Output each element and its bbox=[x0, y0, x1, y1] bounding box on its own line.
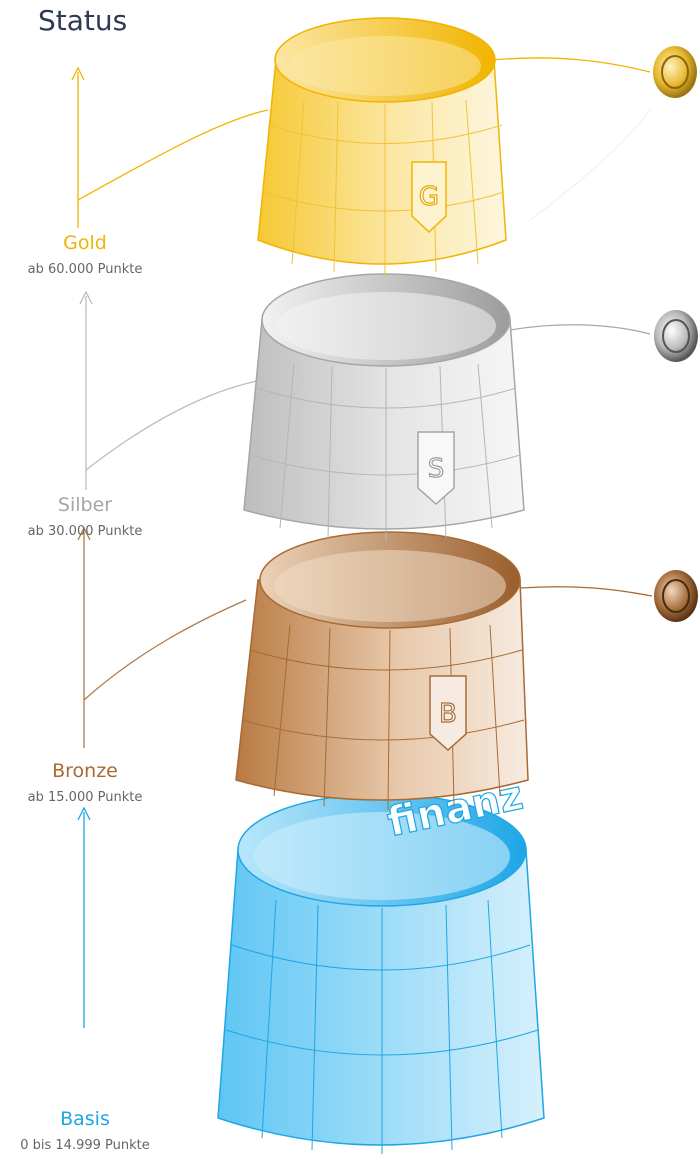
bronze-badge-letter: B bbox=[439, 699, 457, 729]
silver-coin-icon bbox=[654, 310, 698, 362]
silber-level-label: Silber bbox=[0, 494, 170, 516]
gold-level-points: ab 60.000 Punkte bbox=[0, 262, 170, 277]
coin-connectors bbox=[492, 58, 652, 596]
gold-badge-letter: G bbox=[419, 182, 439, 212]
basis-level-label: Basis bbox=[0, 1108, 170, 1130]
silber-badge-letter: S bbox=[428, 454, 445, 484]
basis-level-points: 0 bis 14.999 Punkte bbox=[0, 1138, 170, 1153]
bronze-bucket: B bbox=[236, 532, 528, 810]
gold-bucket: G bbox=[258, 18, 506, 276]
silber-level-points: ab 30.000 Punkte bbox=[0, 524, 170, 539]
bronze-level-label: Bronze bbox=[0, 760, 170, 782]
bronze-level-points: ab 15.000 Punkte bbox=[0, 790, 170, 805]
silber-bucket: S bbox=[244, 274, 524, 542]
bronze-coin-icon bbox=[654, 570, 698, 622]
gold-coin-icon bbox=[653, 46, 697, 98]
gold-level-label: Gold bbox=[0, 232, 170, 254]
